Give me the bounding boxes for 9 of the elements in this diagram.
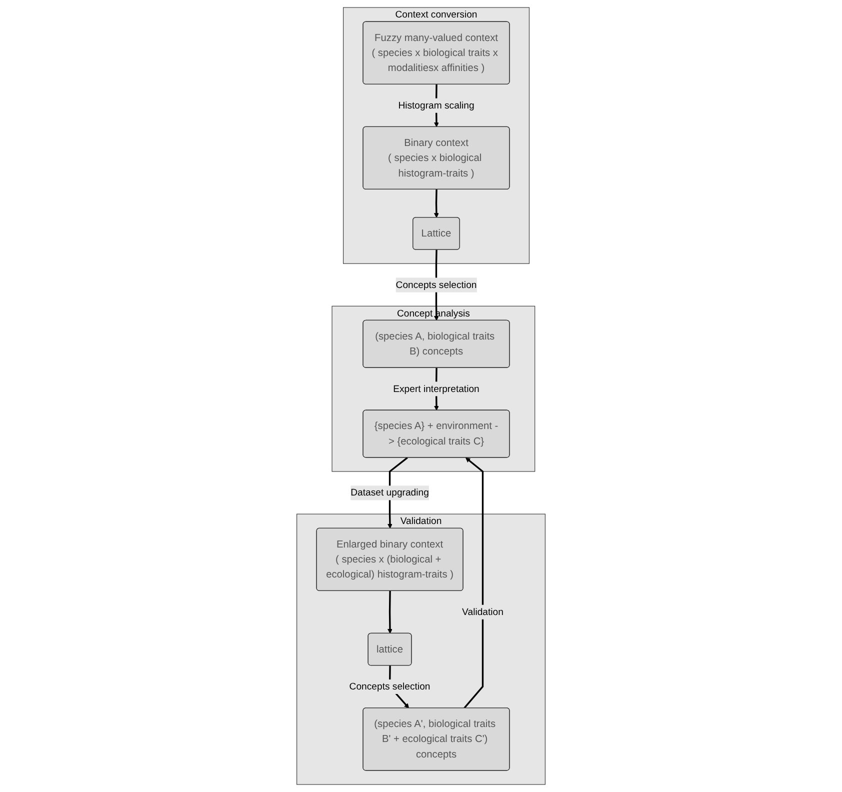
edge-label: Dataset upgrading — [350, 487, 429, 498]
edge-label: Concepts selection — [396, 279, 477, 290]
arrow — [434, 189, 439, 218]
edge-label: Expert interpretation — [393, 383, 480, 394]
edge-label: Validation — [462, 606, 504, 618]
arrow — [388, 590, 392, 634]
edge-label: Concepts selection — [349, 681, 430, 692]
arrow — [464, 457, 484, 709]
edge-label: Histogram scaling — [398, 100, 474, 111]
